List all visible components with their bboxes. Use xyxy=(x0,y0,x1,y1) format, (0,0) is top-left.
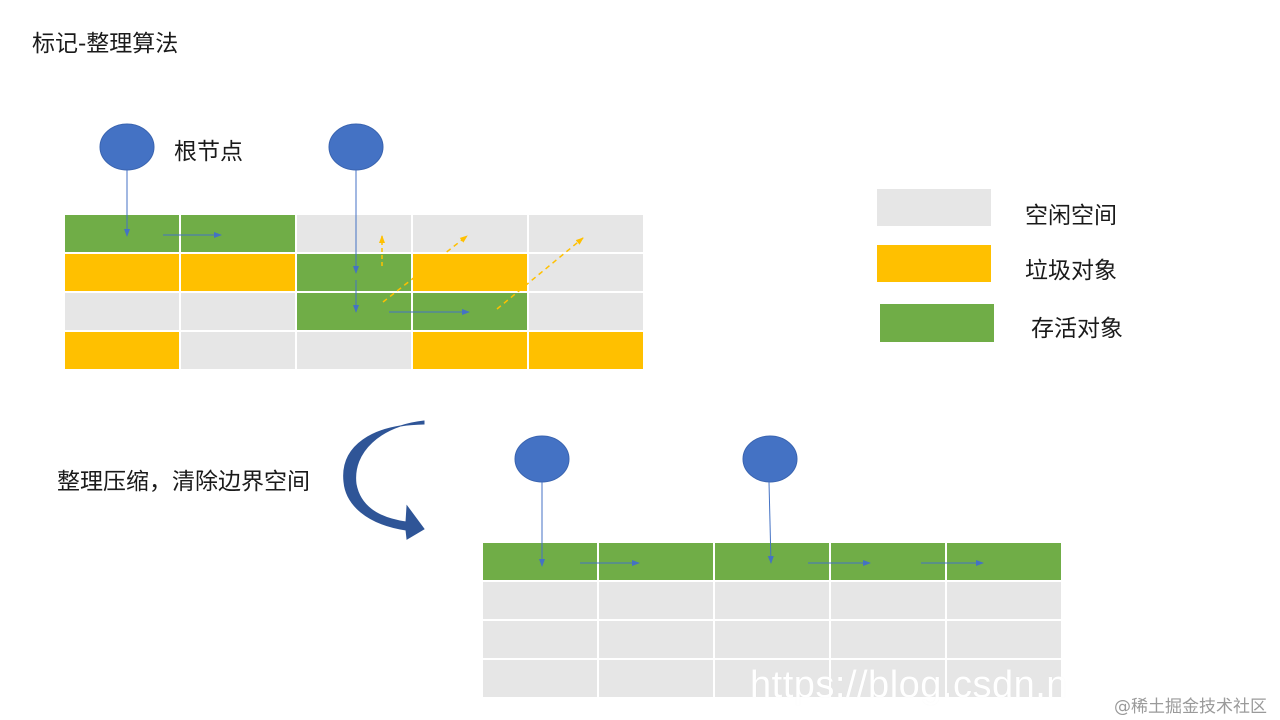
heap-after-grid xyxy=(483,543,1061,697)
legend-label-garbage: 垃圾对象 xyxy=(1025,258,1117,284)
memory-cell-free xyxy=(831,582,945,619)
memory-cell-free xyxy=(947,582,1061,619)
legend-label-live: 存活对象 xyxy=(1031,316,1123,342)
memory-cell-free xyxy=(715,582,829,619)
legend-swatch-free xyxy=(877,189,991,226)
memory-cell-live xyxy=(483,543,597,580)
memory-cell-free xyxy=(715,660,829,697)
memory-cell-free xyxy=(413,215,527,252)
memory-cell-free xyxy=(181,293,295,330)
memory-cell-free xyxy=(529,293,643,330)
memory-cell-free xyxy=(529,254,643,291)
memory-cell-free xyxy=(297,215,411,252)
root-node xyxy=(514,435,570,483)
memory-cell-live xyxy=(297,254,411,291)
memory-cell-free xyxy=(599,582,713,619)
heap-before-grid xyxy=(65,215,643,369)
memory-cell-free xyxy=(831,660,945,697)
root-node xyxy=(742,435,798,483)
memory-cell-free xyxy=(297,332,411,369)
memory-cell-free xyxy=(483,660,597,697)
memory-cell-garbage xyxy=(65,332,179,369)
memory-cell-free xyxy=(529,215,643,252)
memory-cell-free xyxy=(65,293,179,330)
memory-cell-garbage xyxy=(413,254,527,291)
memory-cell-free xyxy=(181,332,295,369)
memory-cell-free xyxy=(947,660,1061,697)
memory-cell-live xyxy=(831,543,945,580)
watermark-url: https://blog.csdn.n xyxy=(750,664,1068,706)
memory-cell-live xyxy=(947,543,1061,580)
memory-cell-live xyxy=(65,215,179,252)
legend-swatch-garbage xyxy=(877,245,991,282)
curved-transition-arrow xyxy=(343,420,425,540)
memory-cell-free xyxy=(715,621,829,658)
dropped-reference-arrow xyxy=(496,237,584,310)
root-node xyxy=(99,123,155,171)
memory-cell-garbage xyxy=(413,332,527,369)
memory-cell-garbage xyxy=(65,254,179,291)
legend-label-free: 空闲空间 xyxy=(1025,203,1117,229)
memory-cell-live xyxy=(715,543,829,580)
memory-cell-free xyxy=(599,660,713,697)
memory-cell-garbage xyxy=(181,254,295,291)
reference-arrow xyxy=(767,481,774,564)
memory-cell-free xyxy=(831,621,945,658)
compact-step-label: 整理压缩，清除边界空间 xyxy=(57,469,310,495)
memory-cell-free xyxy=(947,621,1061,658)
diagram-title: 标记-整理算法 xyxy=(32,31,179,57)
root-node xyxy=(328,123,384,171)
memory-cell-garbage xyxy=(529,332,643,369)
root-node-label: 根节点 xyxy=(174,139,243,165)
watermark-site: @稀土掘金技术社区 xyxy=(1114,697,1267,717)
memory-cell-free xyxy=(483,621,597,658)
memory-cell-live xyxy=(599,543,713,580)
legend-swatch-live xyxy=(880,304,994,342)
memory-cell-free xyxy=(483,582,597,619)
memory-cell-live xyxy=(181,215,295,252)
memory-cell-free xyxy=(599,621,713,658)
